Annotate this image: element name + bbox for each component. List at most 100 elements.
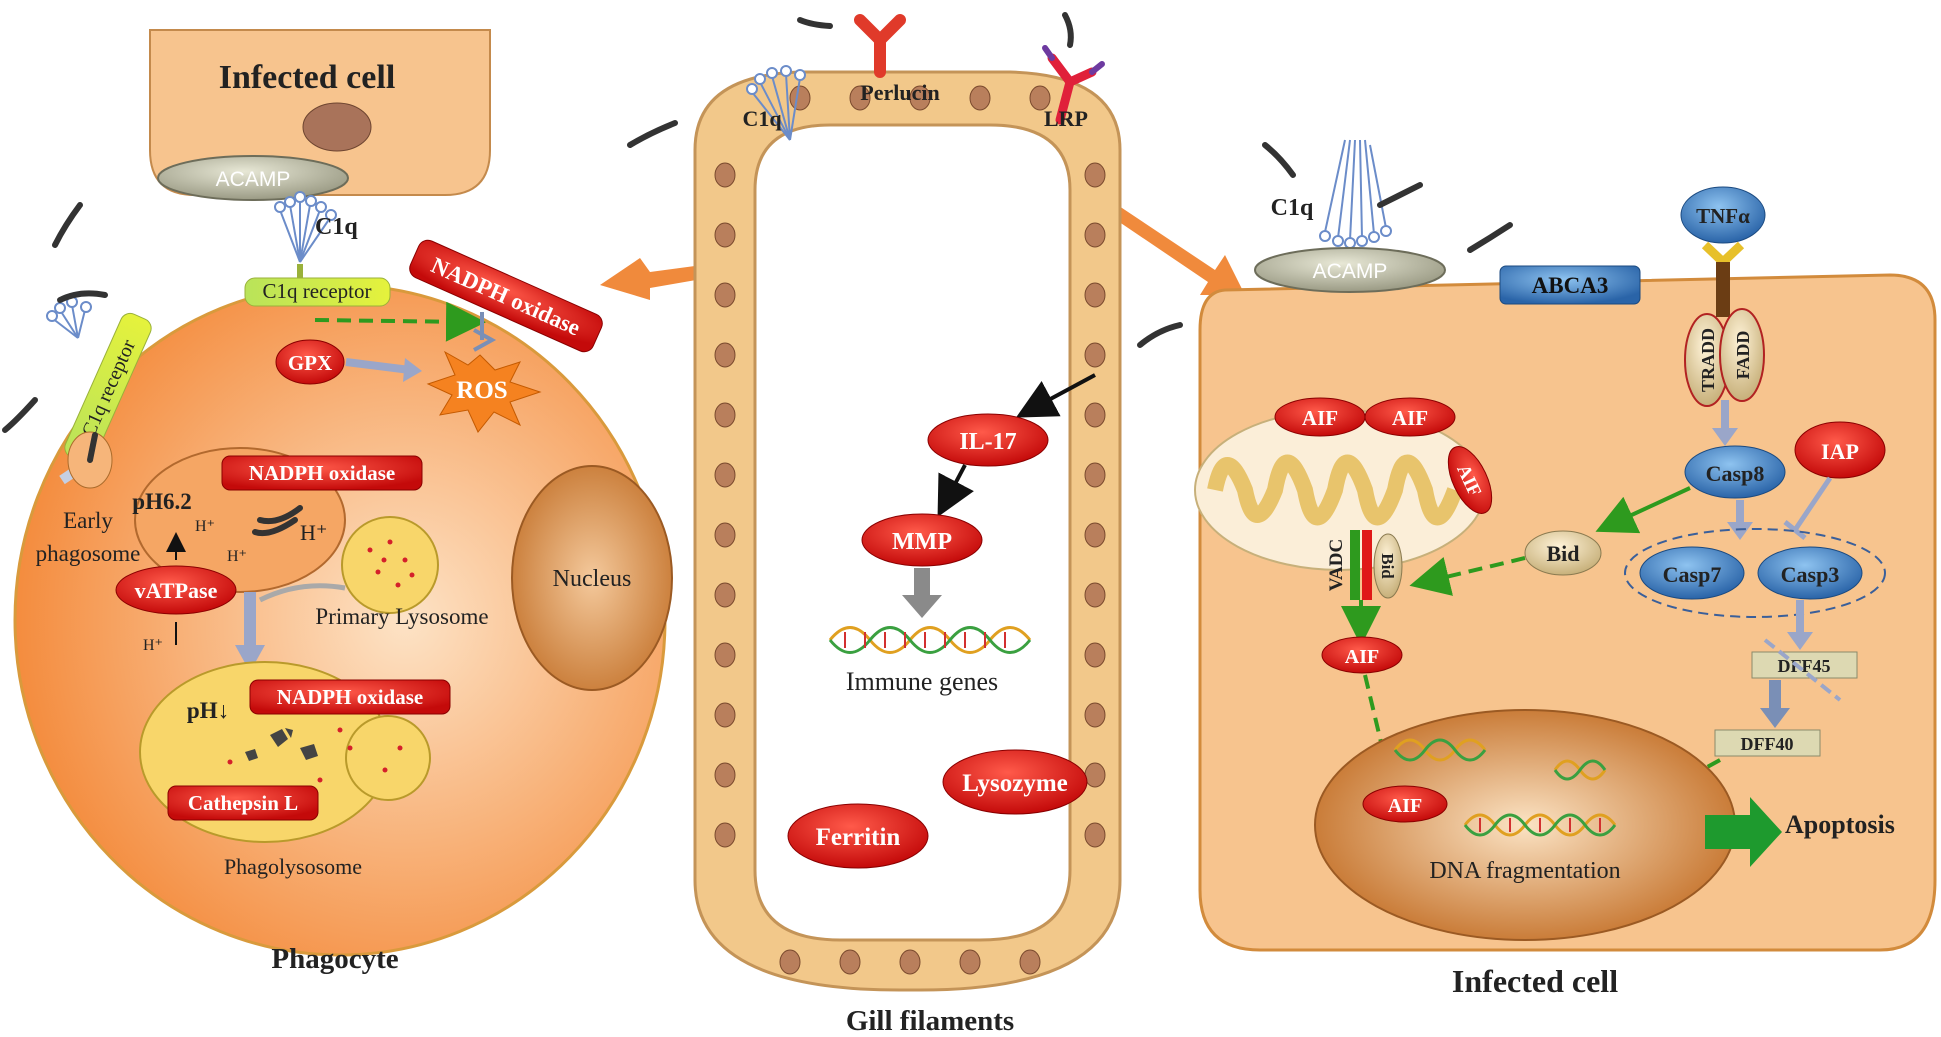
- dna-fragmentation-label: DNA fragmentation: [1429, 858, 1620, 884]
- gill-cell-nucleus: [714, 702, 736, 728]
- gill-cell-nucleus: [714, 522, 736, 548]
- bacteria-icons-left: [2, 202, 303, 537]
- degraded-pathogen-fragments: [245, 728, 318, 761]
- gill-cell-nucleus: [714, 642, 736, 668]
- gill-cell-nucleus: [1084, 162, 1106, 188]
- tnfr-stem: [1716, 262, 1730, 317]
- left-acamp-shape: [157, 155, 349, 201]
- right-c1q-icon: [1319, 139, 1392, 249]
- left-infected-cell-label: Infected cell: [219, 59, 396, 96]
- c1q-receptor-label: C1q receptor: [262, 279, 371, 303]
- gill-cell-nucleus: [1029, 85, 1051, 111]
- ros-burst: [426, 350, 542, 433]
- tnfa-node: [1680, 186, 1766, 244]
- left-c1q-label: C1q: [315, 214, 358, 240]
- aif-mito-3: AIF: [1447, 446, 1493, 514]
- casp3-label: Casp3: [1781, 562, 1840, 587]
- abca3-node: [1499, 265, 1641, 305]
- gill-cell-nucleus: [1084, 762, 1106, 788]
- vadc-label: VADC: [1326, 539, 1347, 591]
- bid-node: [1524, 530, 1602, 576]
- primary-lysosome-label: Primary Lysosome: [315, 604, 488, 629]
- gpx-to-ros-arrow: [345, 358, 411, 374]
- ferritin-node: [787, 803, 929, 869]
- gill-cell-nucleus: [714, 162, 736, 188]
- lysozyme-node: [942, 749, 1088, 815]
- ferritin-label: Ferritin: [816, 824, 901, 851]
- casp3-node: [1757, 546, 1863, 600]
- caspase-group: [1624, 528, 1886, 618]
- gpx-to-ros-head: [403, 358, 422, 382]
- dna-fragments: [1393, 738, 1617, 837]
- left-c1q-icon: [274, 191, 337, 263]
- gill-cell-nucleus: [789, 85, 811, 111]
- lysozyme-label: Lysozyme: [962, 770, 1068, 797]
- right-acamp-label: ACAMP: [1313, 260, 1388, 283]
- gpx-node: [275, 339, 345, 385]
- vatpase-label: vATPase: [135, 578, 218, 603]
- gpx-label: GPX: [288, 351, 332, 375]
- tnfa-label: TNFα: [1696, 204, 1750, 228]
- phagolysosome-lobe: [345, 715, 431, 801]
- gill-cell-nucleus: [1084, 522, 1106, 548]
- gill-cell-nuclei: [714, 85, 1106, 975]
- casp3-to-dff45-head: [1787, 632, 1813, 650]
- casp8-to-bid-arrow: [1595, 486, 1691, 534]
- casp7-label: Casp7: [1663, 562, 1722, 587]
- left-pathogen-body: [302, 102, 372, 152]
- tnfr-top: [1701, 241, 1745, 269]
- bid-label: Bid: [1546, 541, 1579, 566]
- il17-to-mmp-arrow: [937, 464, 974, 518]
- gill-cell-nucleus: [1084, 402, 1106, 428]
- lrp-label: LRP: [1044, 106, 1088, 131]
- gill-cell-nucleus: [1084, 822, 1106, 848]
- lrp-tips: [1042, 45, 1105, 75]
- svg-text:Bid: Bid: [1378, 553, 1397, 579]
- casp7-node: [1639, 546, 1745, 600]
- h-plus-1: H⁺: [195, 518, 215, 535]
- dff45-node: [1751, 651, 1858, 679]
- bid-mito-node: Bid: [1373, 533, 1403, 599]
- h-plus-3: H⁺: [300, 520, 328, 545]
- apoptosis-label: Apoptosis: [1785, 810, 1895, 839]
- nucleus-label: Nucleus: [553, 566, 632, 592]
- cathepsin-l-node: [167, 785, 319, 821]
- nadph-oxidase-mid: [221, 455, 423, 491]
- dff40-label: DFF40: [1741, 734, 1794, 754]
- gill-cell-nucleus: [909, 85, 931, 111]
- left-acamp-label: ACAMP: [216, 168, 291, 191]
- nadph-down-arrow: [473, 312, 497, 352]
- ros-label: ROS: [456, 377, 507, 404]
- dff45-label: DFF45: [1778, 656, 1831, 676]
- gill-cell-nucleus: [714, 582, 736, 608]
- nadph-low-label: NADPH oxidase: [277, 685, 423, 709]
- il17-node: [927, 413, 1049, 467]
- gill-cell-nucleus: [969, 85, 991, 111]
- gill-cell-nucleus: [959, 949, 981, 975]
- bacteria-icons-right: [1262, 142, 1513, 253]
- mito-cristae: [1207, 454, 1463, 526]
- gill-cell-nucleus: [714, 222, 736, 248]
- right-acamp-shape: [1254, 247, 1446, 293]
- nadph-oxidase-low: [249, 679, 451, 715]
- svg-text:AIF: AIF: [1392, 406, 1428, 430]
- iap-inhibit: [1783, 476, 1833, 540]
- aif-released-label: AIF: [1345, 646, 1379, 668]
- phagocyte-label: Phagocyte: [271, 943, 398, 975]
- casp8-label: Casp8: [1706, 461, 1765, 486]
- h-plus-4: H⁺: [143, 637, 163, 654]
- vatpase-node: [115, 565, 237, 615]
- dff40-node: [1714, 729, 1821, 757]
- gill-cell-nucleus: [714, 402, 736, 428]
- c1q-receptor-shape: [244, 277, 391, 307]
- gill-cell-nucleus: [849, 85, 871, 111]
- gill-cell-nucleus: [899, 949, 921, 975]
- early-phagosome-label-1: Early: [63, 508, 113, 533]
- gill-cell-nucleus: [714, 462, 736, 488]
- aif-released: [1321, 636, 1403, 674]
- gill-cell-nucleus: [1084, 222, 1106, 248]
- ph-down-label: pH↓: [187, 698, 229, 723]
- aif-nucleus-label: AIF: [1388, 795, 1422, 817]
- abca3-label: ABCA3: [1532, 273, 1609, 298]
